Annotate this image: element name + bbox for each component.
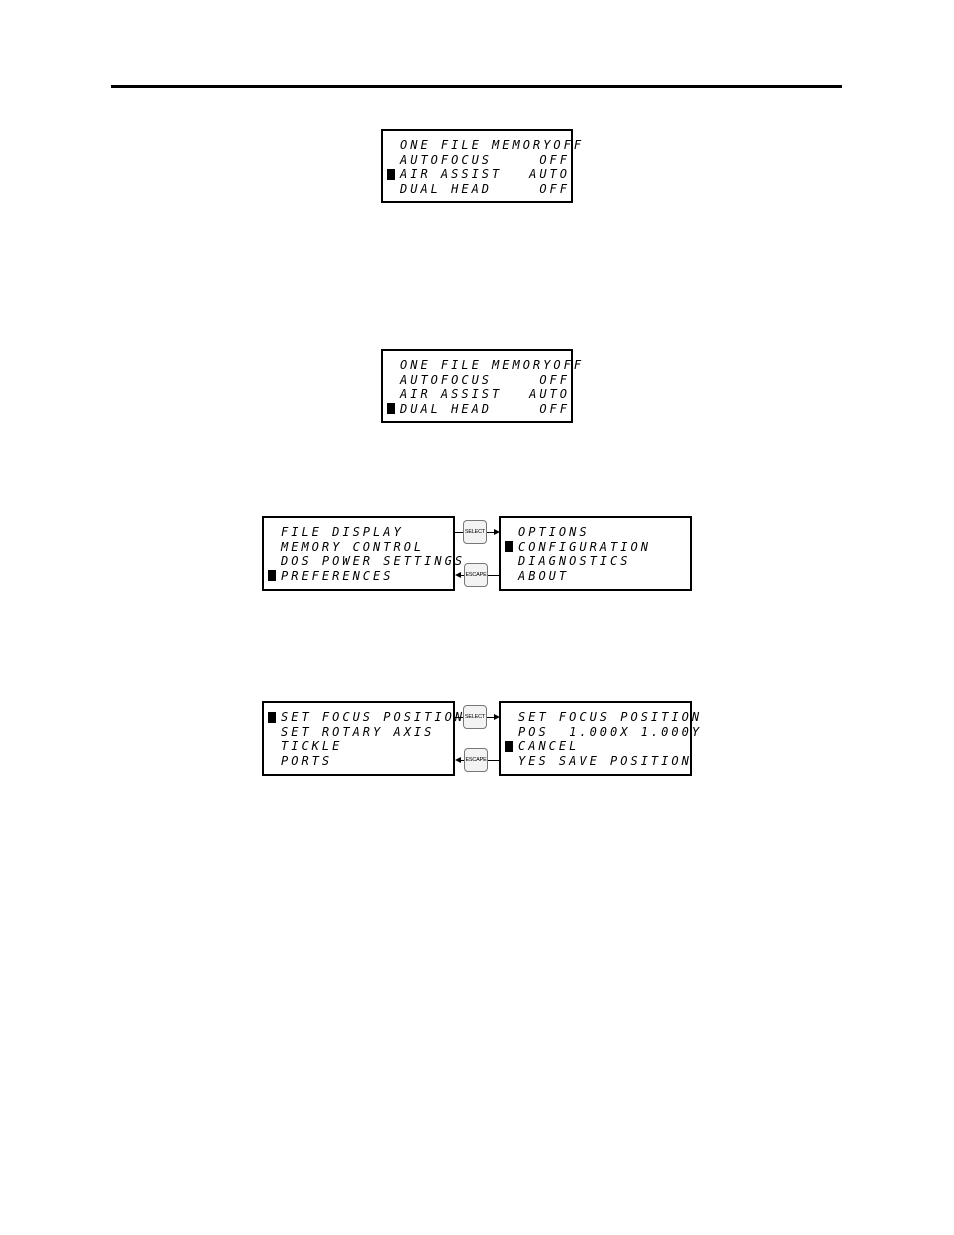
menu-item-label: CANCEL [518,739,580,753]
lcd-line[interactable]: TICKLE [268,739,449,754]
menu-item-label: FILE DISPLAY [281,525,404,539]
lcd-main-menu: FILE DISPLAY MEMORY CONTROL DOS POWER SE… [262,516,462,591]
lcd-set-focus-position: SET FOCUS POSITION POS 1.000X 1.000Y CAN… [499,701,699,776]
lcd-line[interactable]: AUTOFOCUS OFF [387,153,567,168]
menu-item-label: DOS POWER SETTINGS [281,554,466,568]
lcd-line[interactable]: SET FOCUS POSITION [268,710,462,725]
lcd-line[interactable]: DOS POWER SETTINGS [268,554,462,569]
lcd-line[interactable]: AIR ASSIST AUTO [387,387,567,402]
select-key-button[interactable]: SELECT [463,520,487,544]
menu-item-label: ONE FILE MEMORY [400,138,554,152]
menu-item-label: DIAGNOSTICS [518,554,631,568]
menu-item-label: AIR ASSIST [400,387,503,401]
lcd-preferences-air-assist: ONE FILE MEMORY OFF AUTOFOCUS OFF AIR AS… [381,129,581,203]
selection-cursor-icon [505,740,513,752]
menu-item-label: ABOUT [518,568,570,583]
arrow-left-icon [455,757,461,763]
menu-item-label: SET FOCUS POSITION [518,710,703,724]
lcd-line[interactable]: MEMORY CONTROL [268,540,449,555]
lcd-line[interactable]: FILE DISPLAY [268,525,449,540]
select-connector [455,717,463,718]
lcd-line[interactable]: DUAL HEAD OFF [387,182,567,197]
menu-item-label: MEMORY CONTROL [281,539,425,554]
lcd-line[interactable]: DUAL HEAD OFF [387,402,567,417]
lcd-line[interactable]: ABOUT [505,569,686,584]
lcd-line[interactable]: PREFERENCES [268,569,449,584]
menu-item-label: SET FOCUS POSITION [281,710,466,724]
escape-connector [488,575,500,576]
menu-item-label: DUAL HEAD [400,401,493,416]
selection-cursor-icon [387,168,395,180]
menu-item-label: SET ROTARY AXIS [281,724,435,739]
lcd-line[interactable]: ONE FILE MEMORY OFF [387,138,581,153]
selection-cursor-icon [268,570,276,582]
menu-item-label: PREFERENCES [281,568,394,583]
menu-item-value: OFF [539,181,570,196]
position-readout: POS 1.000X 1.000Y [518,724,703,739]
menu-item-label: DUAL HEAD [400,181,493,196]
escape-connector [461,760,464,761]
lcd-line[interactable]: ONE FILE MEMORY OFF [387,358,581,373]
menu-item-value: OFF [539,401,570,416]
lcd-line[interactable]: CONFIGURATION [505,540,686,555]
menu-item-value: OFF [539,372,570,387]
arrow-left-icon [455,572,461,578]
lcd-line[interactable]: AUTOFOCUS OFF [387,373,567,388]
escape-key-button[interactable]: ESCAPE [464,748,488,772]
menu-item-value: OFF [553,358,585,372]
lcd-line[interactable]: DIAGNOSTICS [505,554,686,569]
menu-item-value: AUTO [529,167,570,181]
lcd-line[interactable]: CANCEL [505,739,686,754]
selection-cursor-icon [268,711,276,723]
menu-item-value: OFF [539,152,570,167]
lcd-preferences-dual-head: ONE FILE MEMORY OFF AUTOFOCUS OFF AIR AS… [381,349,581,423]
escape-connector [461,575,464,576]
lcd-line[interactable]: AIR ASSIST AUTO [387,167,567,182]
select-connector [455,532,463,533]
select-connector [487,532,494,533]
lcd-line[interactable]: YES SAVE POSITION [505,754,689,769]
menu-item-label: AUTOFOCUS [400,372,493,387]
menu-item-label: ONE FILE MEMORY [400,358,554,372]
menu-item-label: OPTIONS [518,525,590,539]
lcd-line[interactable]: OPTIONS [505,525,686,540]
arrow-right-icon [494,529,500,535]
menu-item-label: AUTOFOCUS [400,152,493,167]
selection-cursor-icon [505,541,513,553]
selection-cursor-icon [387,403,395,415]
escape-connector [488,760,500,761]
menu-item-label: YES SAVE POSITION [518,753,692,768]
lcd-line[interactable]: POS 1.000X 1.000Y [505,725,699,740]
header-rule [111,85,842,88]
lcd-configuration-menu: SET FOCUS POSITION SET ROTARY AXIS TICKL… [262,701,462,776]
menu-item-value: AUTO [529,387,570,401]
menu-item-label: AIR ASSIST [400,167,503,181]
menu-item-value: OFF [553,138,585,152]
escape-key-button[interactable]: ESCAPE [464,563,488,587]
select-key-button[interactable]: SELECT [463,705,487,729]
lcd-line[interactable]: PORTS [268,754,449,769]
menu-item-label: PORTS [281,753,333,768]
menu-item-label: CONFIGURATION [518,539,651,554]
select-connector [487,717,494,718]
lcd-line[interactable]: SET FOCUS POSITION [505,710,699,725]
lcd-preferences-menu: OPTIONS CONFIGURATION DIAGNOSTICS ABOUT [499,516,692,591]
menu-item-label: TICKLE [281,739,343,753]
arrow-right-icon [494,714,500,720]
lcd-line[interactable]: SET ROTARY AXIS [268,725,449,740]
